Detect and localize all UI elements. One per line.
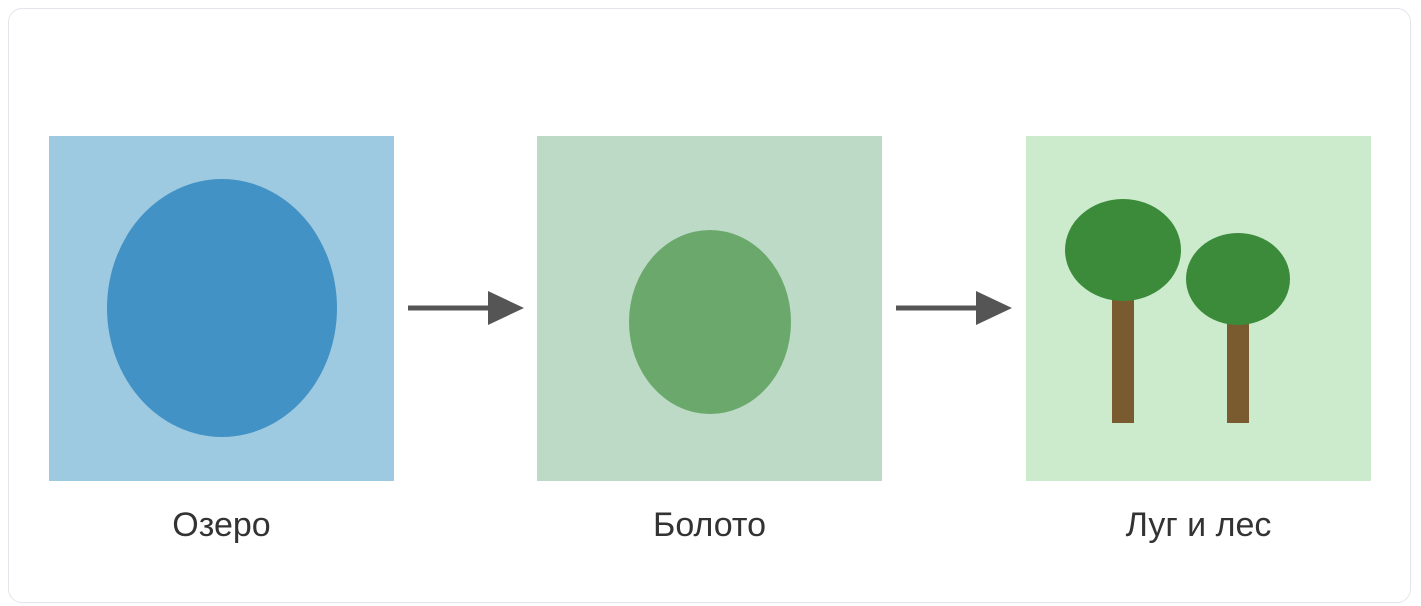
stage-meadow-label: Луг и лес: [1125, 506, 1272, 544]
lake-water: [107, 179, 337, 437]
arrow-right-icon: [408, 291, 524, 325]
stage-meadow-panel: [1026, 136, 1371, 481]
stage-swamp-panel: [537, 136, 882, 481]
tree-large-icon: [1065, 199, 1181, 423]
swamp-icon: [537, 136, 882, 481]
tree-small-crown: [1186, 233, 1290, 325]
stage-lake-label: Озеро: [172, 506, 271, 544]
tree-small-trunk: [1227, 318, 1249, 423]
stage-swamp-label: Болото: [653, 506, 766, 544]
arrow-right-icon: [896, 291, 1012, 325]
arrow-swamp-to-meadow: [896, 291, 1014, 325]
tree-large-crown: [1065, 199, 1181, 301]
swamp-water: [629, 230, 791, 414]
tree-large-trunk: [1112, 291, 1134, 423]
arrow-lake-to-swamp: [408, 291, 526, 325]
meadow-forest-icon: [1026, 136, 1371, 481]
tree-small-icon: [1186, 233, 1290, 423]
stage-lake-panel: [49, 136, 394, 481]
lake-icon: [49, 136, 394, 481]
